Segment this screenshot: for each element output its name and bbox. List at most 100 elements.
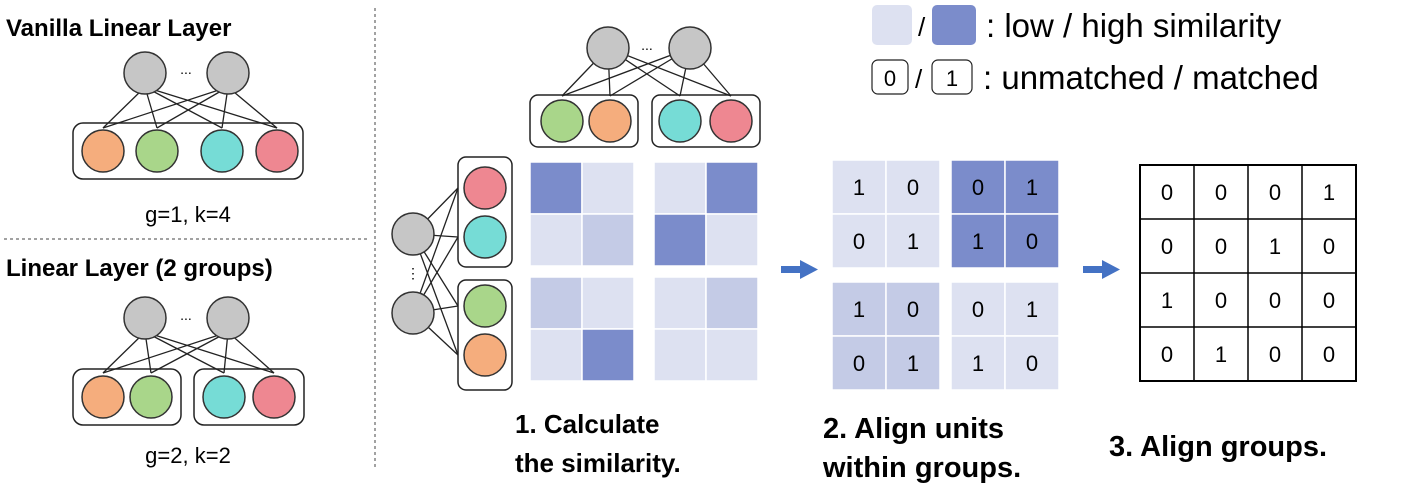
group-cell-value: 1 [1215, 342, 1227, 367]
ellipsis-vertical: ⋮ [406, 265, 420, 281]
input-node-pink [252, 375, 296, 419]
legend-high-swatch [932, 5, 976, 45]
step2-label-line1: 2. Align units [823, 413, 1004, 445]
similarity-cell-low [529, 328, 583, 382]
input-node-orange [81, 129, 125, 173]
aligned-cell [885, 159, 941, 215]
input-node-green [463, 284, 507, 328]
legend-slash: / [915, 64, 923, 94]
grouped-layer-title: Linear Layer (2 groups) [6, 255, 273, 282]
legend-one-box [931, 59, 973, 95]
input-node-orange [463, 333, 507, 377]
group-cell-value: 0 [1161, 342, 1173, 367]
similarity-cell-low [653, 161, 707, 215]
legend-one: 1 [946, 66, 958, 91]
legend-zero: 0 [884, 66, 896, 91]
similarity-cell-high [705, 161, 759, 215]
group-cell-value: 0 [1161, 180, 1173, 205]
similarity-cell-low [653, 276, 707, 330]
input-node-orange [81, 375, 125, 419]
aligned-cell [885, 281, 941, 337]
legend: / : low / high similarity 0 / 1 : unmatc… [871, 5, 1319, 96]
input-node-pink [709, 99, 753, 143]
aligned-cell [1004, 213, 1060, 269]
group-cell-value: 0 [1323, 234, 1335, 259]
legend-similarity-label: : low / high similarity [986, 7, 1282, 44]
group-cell-value: 0 [1323, 288, 1335, 313]
similarity-cell-high [653, 213, 707, 267]
aligned-cell [1004, 281, 1060, 337]
group-cell-value: 1 [1269, 234, 1281, 259]
top-group-box-2 [651, 94, 761, 148]
group-cell-value: 0 [1215, 180, 1227, 205]
aligned-cell-value: 1 [853, 297, 865, 322]
aligned-cell-value: 0 [972, 175, 984, 200]
group-cell-value: 0 [1323, 342, 1335, 367]
ellipsis: ... [641, 37, 653, 53]
aligned-cell-value: 1 [972, 351, 984, 376]
group-box-2 [193, 368, 305, 426]
group-cell-value: 0 [1215, 234, 1227, 259]
ellipsis: ... [180, 307, 192, 323]
legend-match-label: : unmatched / matched [983, 59, 1319, 96]
similarity-cell-mid [529, 276, 583, 330]
input-node-pink [255, 129, 299, 173]
top-group-box-1 [529, 94, 639, 148]
group-cell-value: 1 [1323, 180, 1335, 205]
aligned-cell [950, 335, 1006, 391]
left-group-box-1 [457, 156, 513, 268]
arrow-right-icon [1083, 260, 1120, 279]
group-cell-value: 0 [1269, 342, 1281, 367]
step2-label-line2: within groups. [822, 452, 1021, 484]
ellipsis: ... [180, 61, 192, 77]
vanilla-layer-title: Vanilla Linear Layer [6, 15, 231, 42]
grouped-caption: g=2, k=2 [145, 443, 231, 468]
group-box [72, 122, 304, 180]
aligned-cell-value: 0 [1026, 229, 1038, 254]
aligned-cell [885, 335, 941, 391]
output-node [668, 26, 712, 70]
vanilla-edges [102, 86, 278, 129]
input-node-cyan [200, 129, 244, 173]
similarity-cell-low [581, 276, 635, 330]
similarity-cell-low [653, 328, 707, 382]
aligned-cell [885, 213, 941, 269]
group-cell-value: 0 [1269, 180, 1281, 205]
vanilla-layer-diagram: ... [72, 51, 304, 180]
step1-label-line2: the similarity. [515, 448, 681, 478]
aligned-cell-value: 0 [853, 351, 865, 376]
output-node [206, 51, 250, 95]
step1-diagram: ... ⋮ [391, 26, 761, 391]
input-node-pink [463, 166, 507, 210]
aligned-cell-value: 0 [1026, 351, 1038, 376]
similarity-cell-low [581, 161, 635, 215]
step1-label-line1: 1. Calculate [515, 409, 660, 439]
aligned-cell-value: 1 [907, 351, 919, 376]
similarity-cell-high [581, 328, 635, 382]
similarity-grid [529, 161, 759, 382]
group-cell-value: 0 [1269, 288, 1281, 313]
aligned-cell [831, 213, 887, 269]
similarity-cell-low [705, 328, 759, 382]
aligned-cell-value: 1 [907, 229, 919, 254]
aligned-cell [831, 281, 887, 337]
input-node-green [540, 99, 584, 143]
step3-label: 3. Align groups. [1109, 431, 1327, 463]
similarity-cell-mid [705, 276, 759, 330]
input-node-orange [588, 99, 632, 143]
aligned-cell [950, 159, 1006, 215]
similarity-cell-high [529, 161, 583, 215]
similarity-cell-low [529, 213, 583, 267]
grouped-edges [102, 331, 275, 374]
aligned-cell-value: 1 [1026, 175, 1038, 200]
output-node [123, 51, 167, 95]
similarity-cell-low [705, 213, 759, 267]
output-node [391, 291, 435, 335]
similarity-cell-mid [581, 213, 635, 267]
output-node [206, 296, 250, 340]
aligned-cell-value: 0 [907, 175, 919, 200]
group-cell-value: 0 [1161, 234, 1173, 259]
input-node-green [129, 375, 173, 419]
